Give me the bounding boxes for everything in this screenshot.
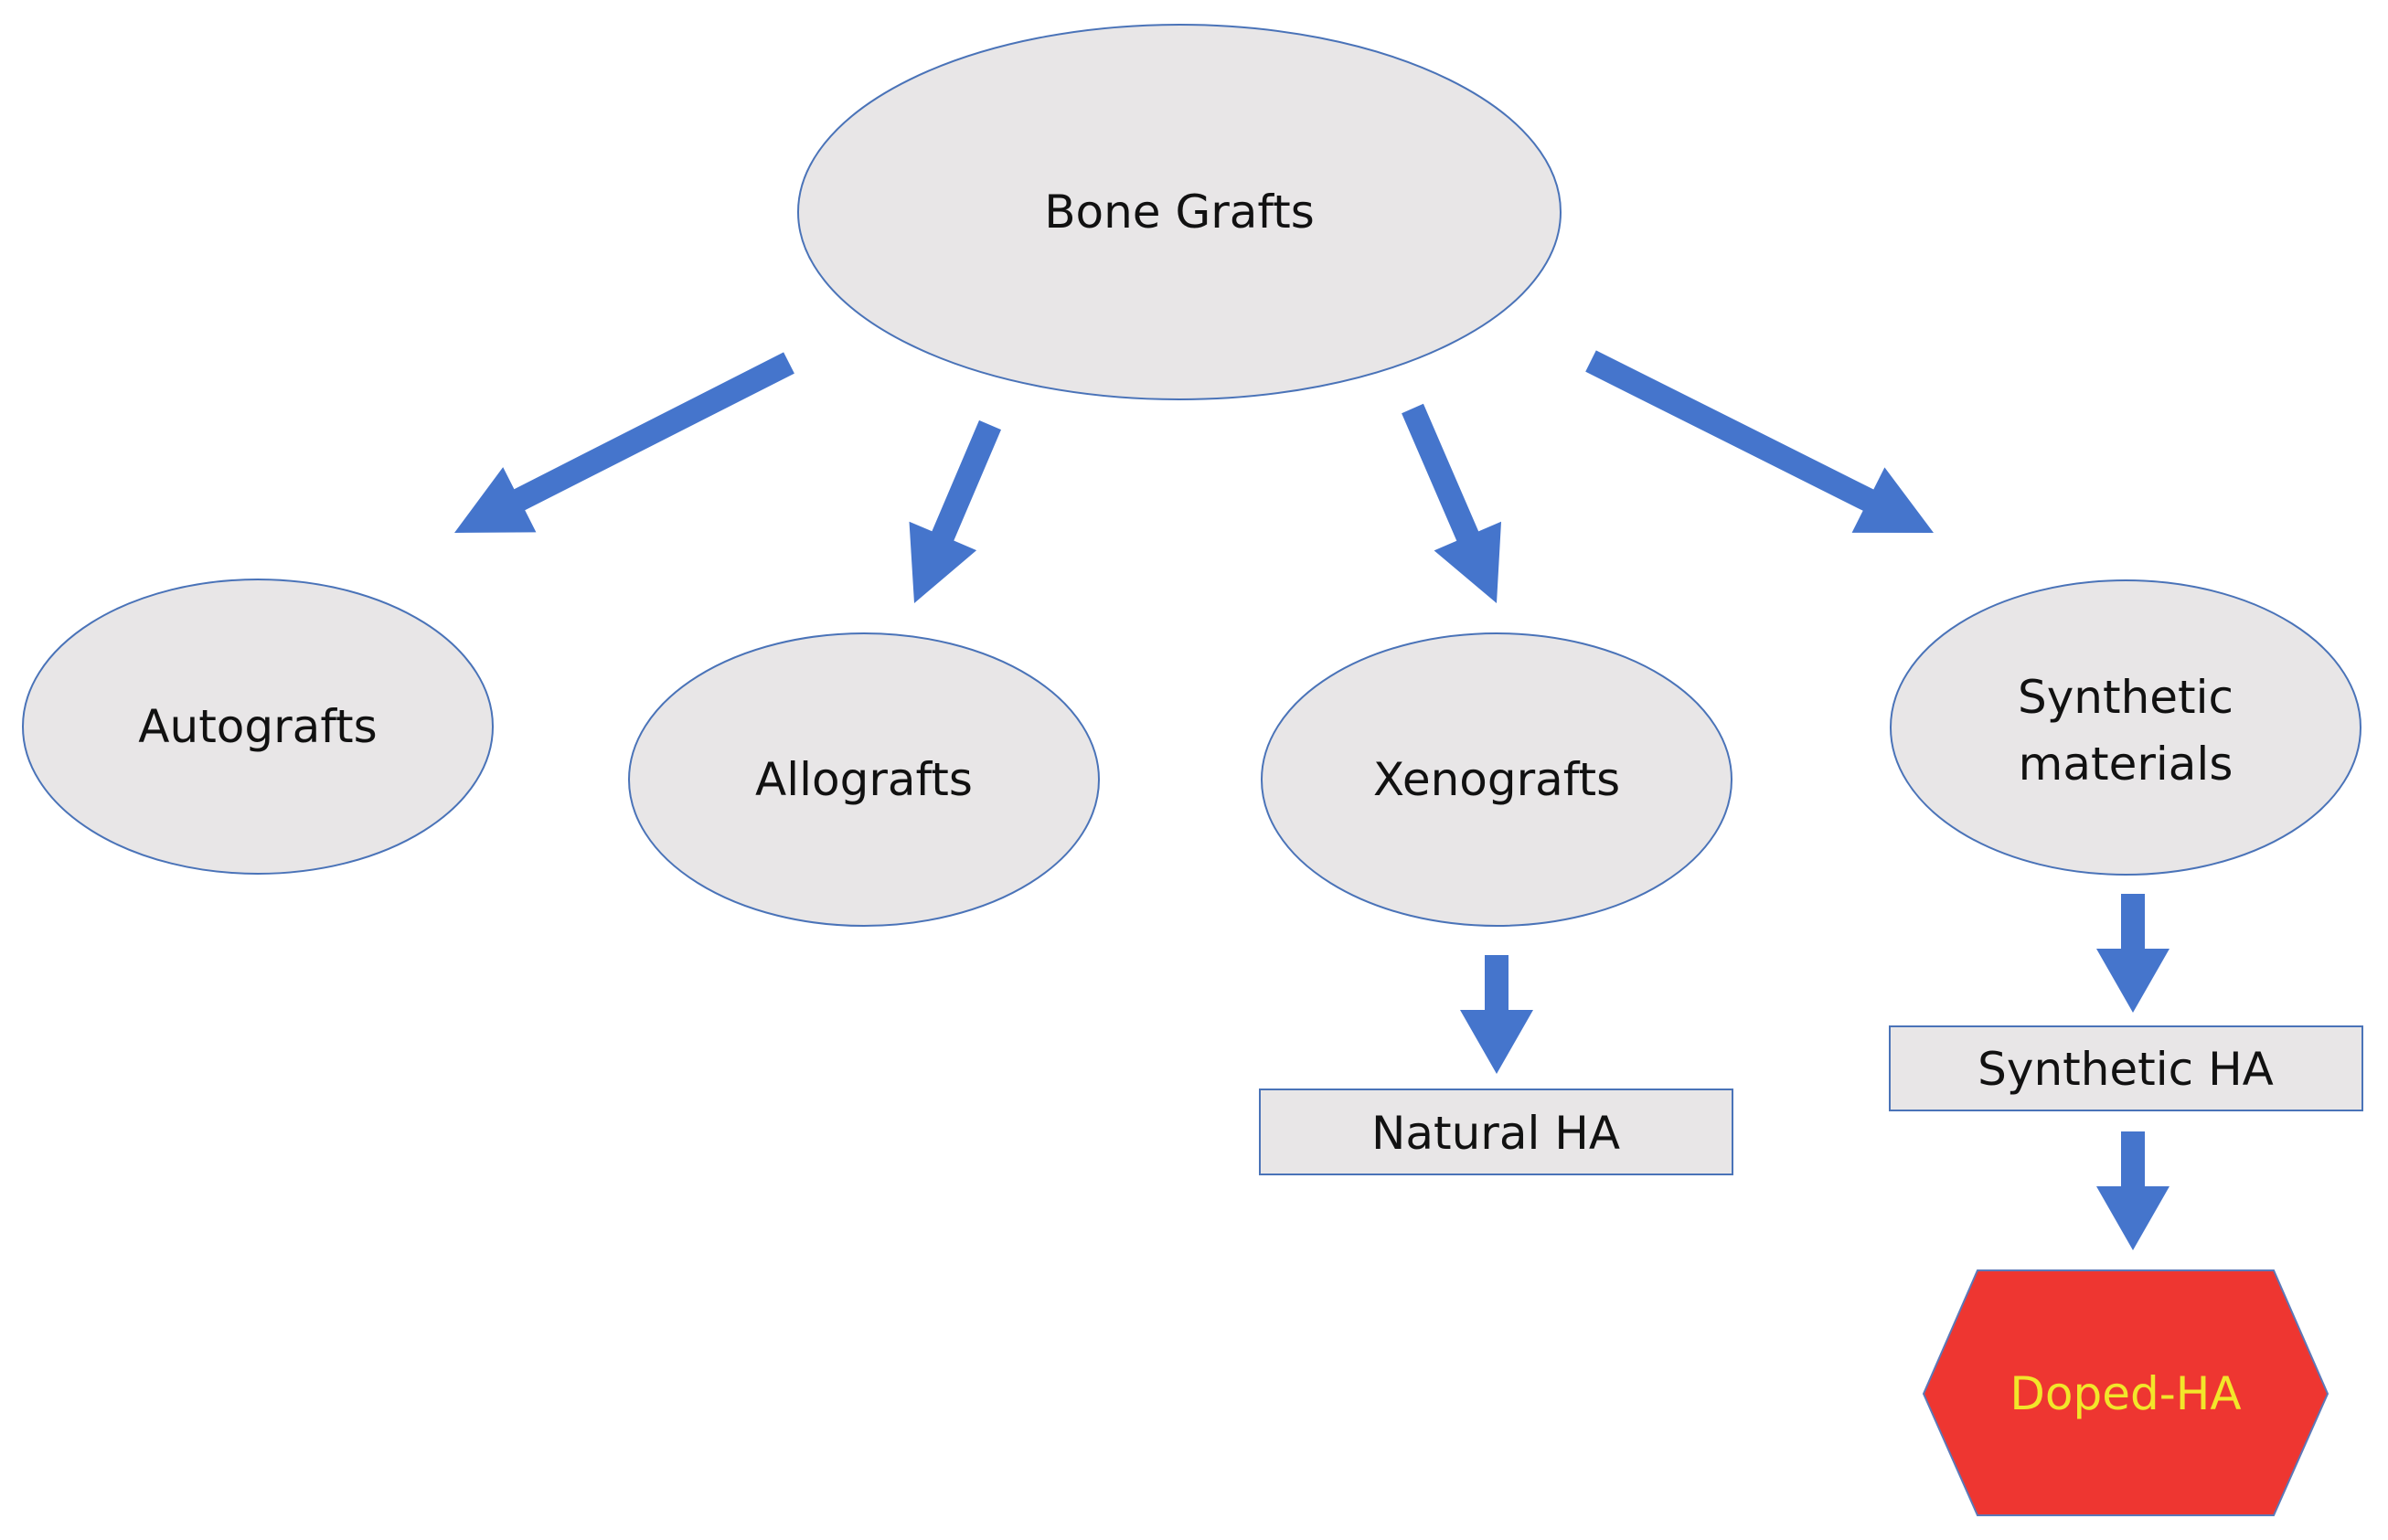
node-xenografts-label: Xenografts [1373,753,1620,806]
node-bone-grafts-label: Bone Grafts [1044,186,1315,239]
arrow-root-to-xenografts [1402,403,1501,603]
node-allografts-label: Allografts [755,753,973,806]
node-synthetic-materials-label-line2: materials [2019,738,2233,791]
node-autografts-shape [22,579,494,875]
node-autografts: Autografts [22,579,494,875]
arrow-root-to-allografts [909,420,1001,603]
node-synthetic-materials: Synthetic materials [1890,579,2361,876]
node-natural-ha-label: Natural HA [1371,1107,1620,1160]
arrows [454,350,2169,1250]
node-bone-grafts: Bone Grafts [797,24,1562,400]
node-doped-ha: Doped-HA [1922,1269,2329,1516]
node-doped-ha-shape [1922,1269,2329,1516]
node-synthetic-materials-label: Synthetic [2018,671,2233,724]
node-autografts-label: Autografts [138,700,377,753]
node-bone-grafts-shape [797,24,1562,400]
node-synthetic-ha-label: Synthetic HA [1978,1043,2274,1096]
node-xenografts: Xenografts [1261,632,1732,927]
node-doped-ha-label: Doped-HA [2010,1367,2241,1420]
node-synthetic-materials-shape [1890,579,2361,876]
node-xenografts-shape [1261,632,1732,927]
arrow-xenografts-to-natural-ha [1460,955,1533,1074]
arrow-synthetic-ha-to-doped-ha [2096,1131,2169,1250]
node-synthetic-ha-shape [1889,1025,2363,1111]
node-natural-ha-shape [1259,1089,1733,1175]
node-natural-ha: Natural HA [1259,1089,1733,1175]
node-allografts-shape [628,632,1100,927]
node-allografts: Allografts [628,632,1100,927]
arrow-root-to-synthetic [1585,350,1934,533]
arrow-synthetic-to-synthetic-ha [2096,894,2169,1013]
arrow-root-to-autografts [454,352,794,533]
node-synthetic-ha: Synthetic HA [1889,1025,2363,1111]
